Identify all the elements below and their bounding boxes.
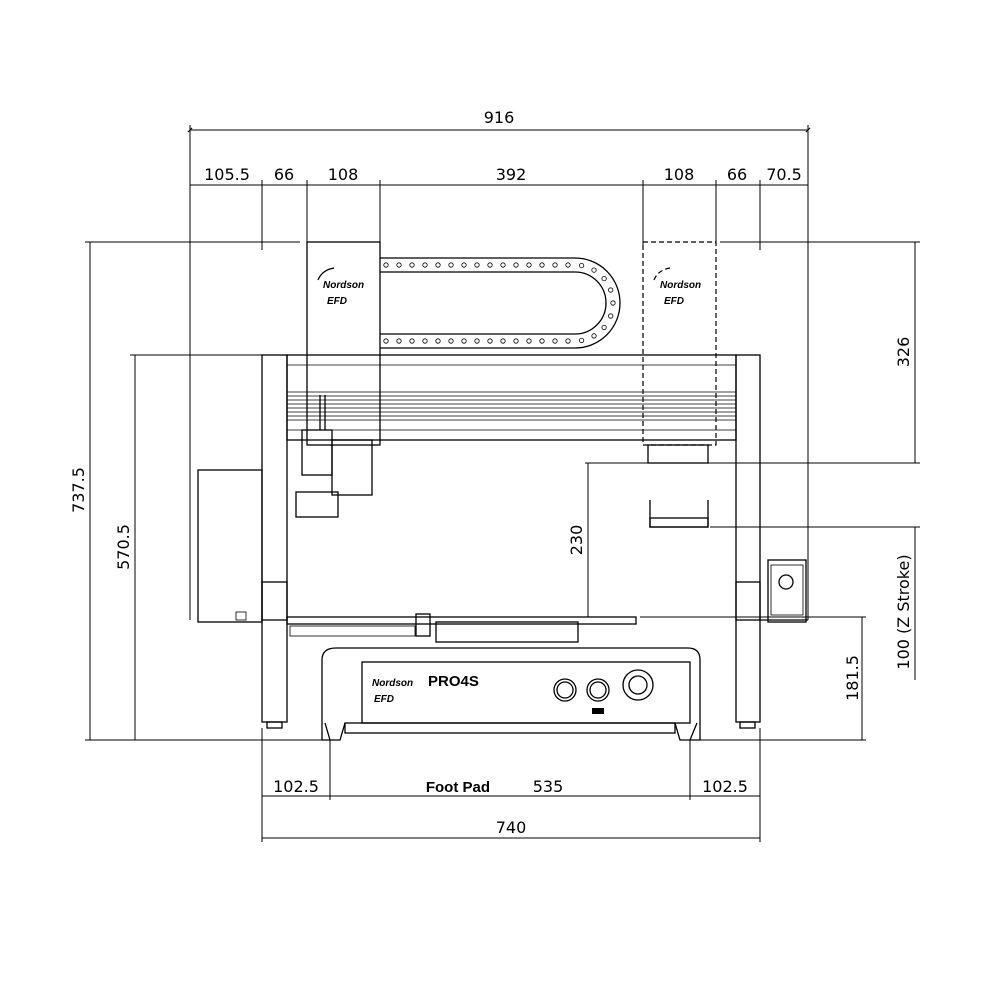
chain-link <box>565 262 571 268</box>
top-dimensions: 916 105.5 66 108 392 108 66 70.5 <box>187 108 811 620</box>
chain-link <box>552 262 558 268</box>
dim-segment: 66 <box>274 165 294 184</box>
chain-link <box>526 338 532 344</box>
dim-segment: 66 <box>727 165 747 184</box>
dim-frame-height: 570.5 <box>114 524 133 570</box>
panel-brand-logo: Nordson <box>372 678 413 689</box>
dim-bottom-right: 102.5 <box>702 777 748 796</box>
chain-link <box>383 262 389 268</box>
dim-head-travel: 326 <box>894 337 913 368</box>
chain-link <box>396 262 402 268</box>
chain-link <box>474 338 480 344</box>
foot-pad-label: Foot Pad <box>426 779 490 796</box>
chain-link <box>435 338 441 344</box>
chain-link <box>474 262 480 268</box>
chain-link <box>578 262 585 269</box>
dim-z-stroke: 100 (Z Stroke) <box>894 554 913 669</box>
chain-link <box>448 338 454 344</box>
chain-link <box>513 338 519 344</box>
chain-link <box>591 333 597 339</box>
dim-overall-height: 737.5 <box>69 467 88 513</box>
chain-link <box>610 300 616 306</box>
dim-bottom-left: 102.5 <box>273 777 319 796</box>
chain-link <box>461 338 467 344</box>
panel-button-1 <box>553 678 577 702</box>
dim-foot-pad: 535 <box>533 777 564 796</box>
chain-link <box>461 262 467 268</box>
dim-segment: 105.5 <box>204 165 250 184</box>
left-dimensions: 737.5 570.5 <box>69 241 330 741</box>
chain-link <box>578 337 585 344</box>
chain-link <box>500 338 506 344</box>
dim-base-width: 740 <box>496 818 527 837</box>
chain-link <box>409 338 415 344</box>
chain-link <box>448 262 454 268</box>
panel-brand-sub: EFD <box>374 694 394 705</box>
dim-overall-width: 916 <box>484 108 515 127</box>
chain-link <box>539 262 545 268</box>
dim-segment: 108 <box>328 165 359 184</box>
dim-dispense-height: 230 <box>567 525 586 556</box>
chain-link <box>422 262 428 268</box>
dim-segment: 108 <box>664 165 695 184</box>
model-label: PRO4S <box>428 673 479 690</box>
chain-link <box>608 313 614 319</box>
bottom-dimensions: 102.5 Foot Pad 535 102.5 740 <box>261 728 761 842</box>
panel-button-2 <box>586 678 610 702</box>
chain-link <box>565 338 571 344</box>
chain-link <box>500 262 506 268</box>
chain-link <box>552 338 558 344</box>
brand-logo-sub: EFD <box>327 296 347 307</box>
chain-link <box>487 338 493 344</box>
chain-links <box>383 262 616 344</box>
chain-link <box>383 338 389 344</box>
chain-link <box>396 338 402 344</box>
emergency-stop-button <box>622 669 654 701</box>
dim-segment: 70.5 <box>766 165 802 184</box>
dim-segment: 392 <box>496 165 527 184</box>
brand-logo: Nordson <box>323 280 364 291</box>
chain-link <box>591 267 597 273</box>
chain-link <box>539 338 545 344</box>
chain-link <box>409 262 415 268</box>
chain-link <box>526 262 532 268</box>
chain-link <box>435 262 441 268</box>
right-dimensions: 326 230 100 (Z Stroke) 181.5 <box>567 241 920 741</box>
chain-link <box>513 262 519 268</box>
brand-logo-ghost: Nordson <box>660 280 701 291</box>
chain-link <box>487 262 493 268</box>
dim-table-height: 181.5 <box>843 655 862 701</box>
brand-logo-ghost-sub: EFD <box>664 296 684 307</box>
robot-machine: Nordson EFD Nordson EFD Nordson PRO4S EF… <box>197 241 808 741</box>
chain-link <box>601 324 607 331</box>
chain-link <box>601 275 607 282</box>
chain-link <box>608 287 614 293</box>
chain-link <box>422 338 428 344</box>
